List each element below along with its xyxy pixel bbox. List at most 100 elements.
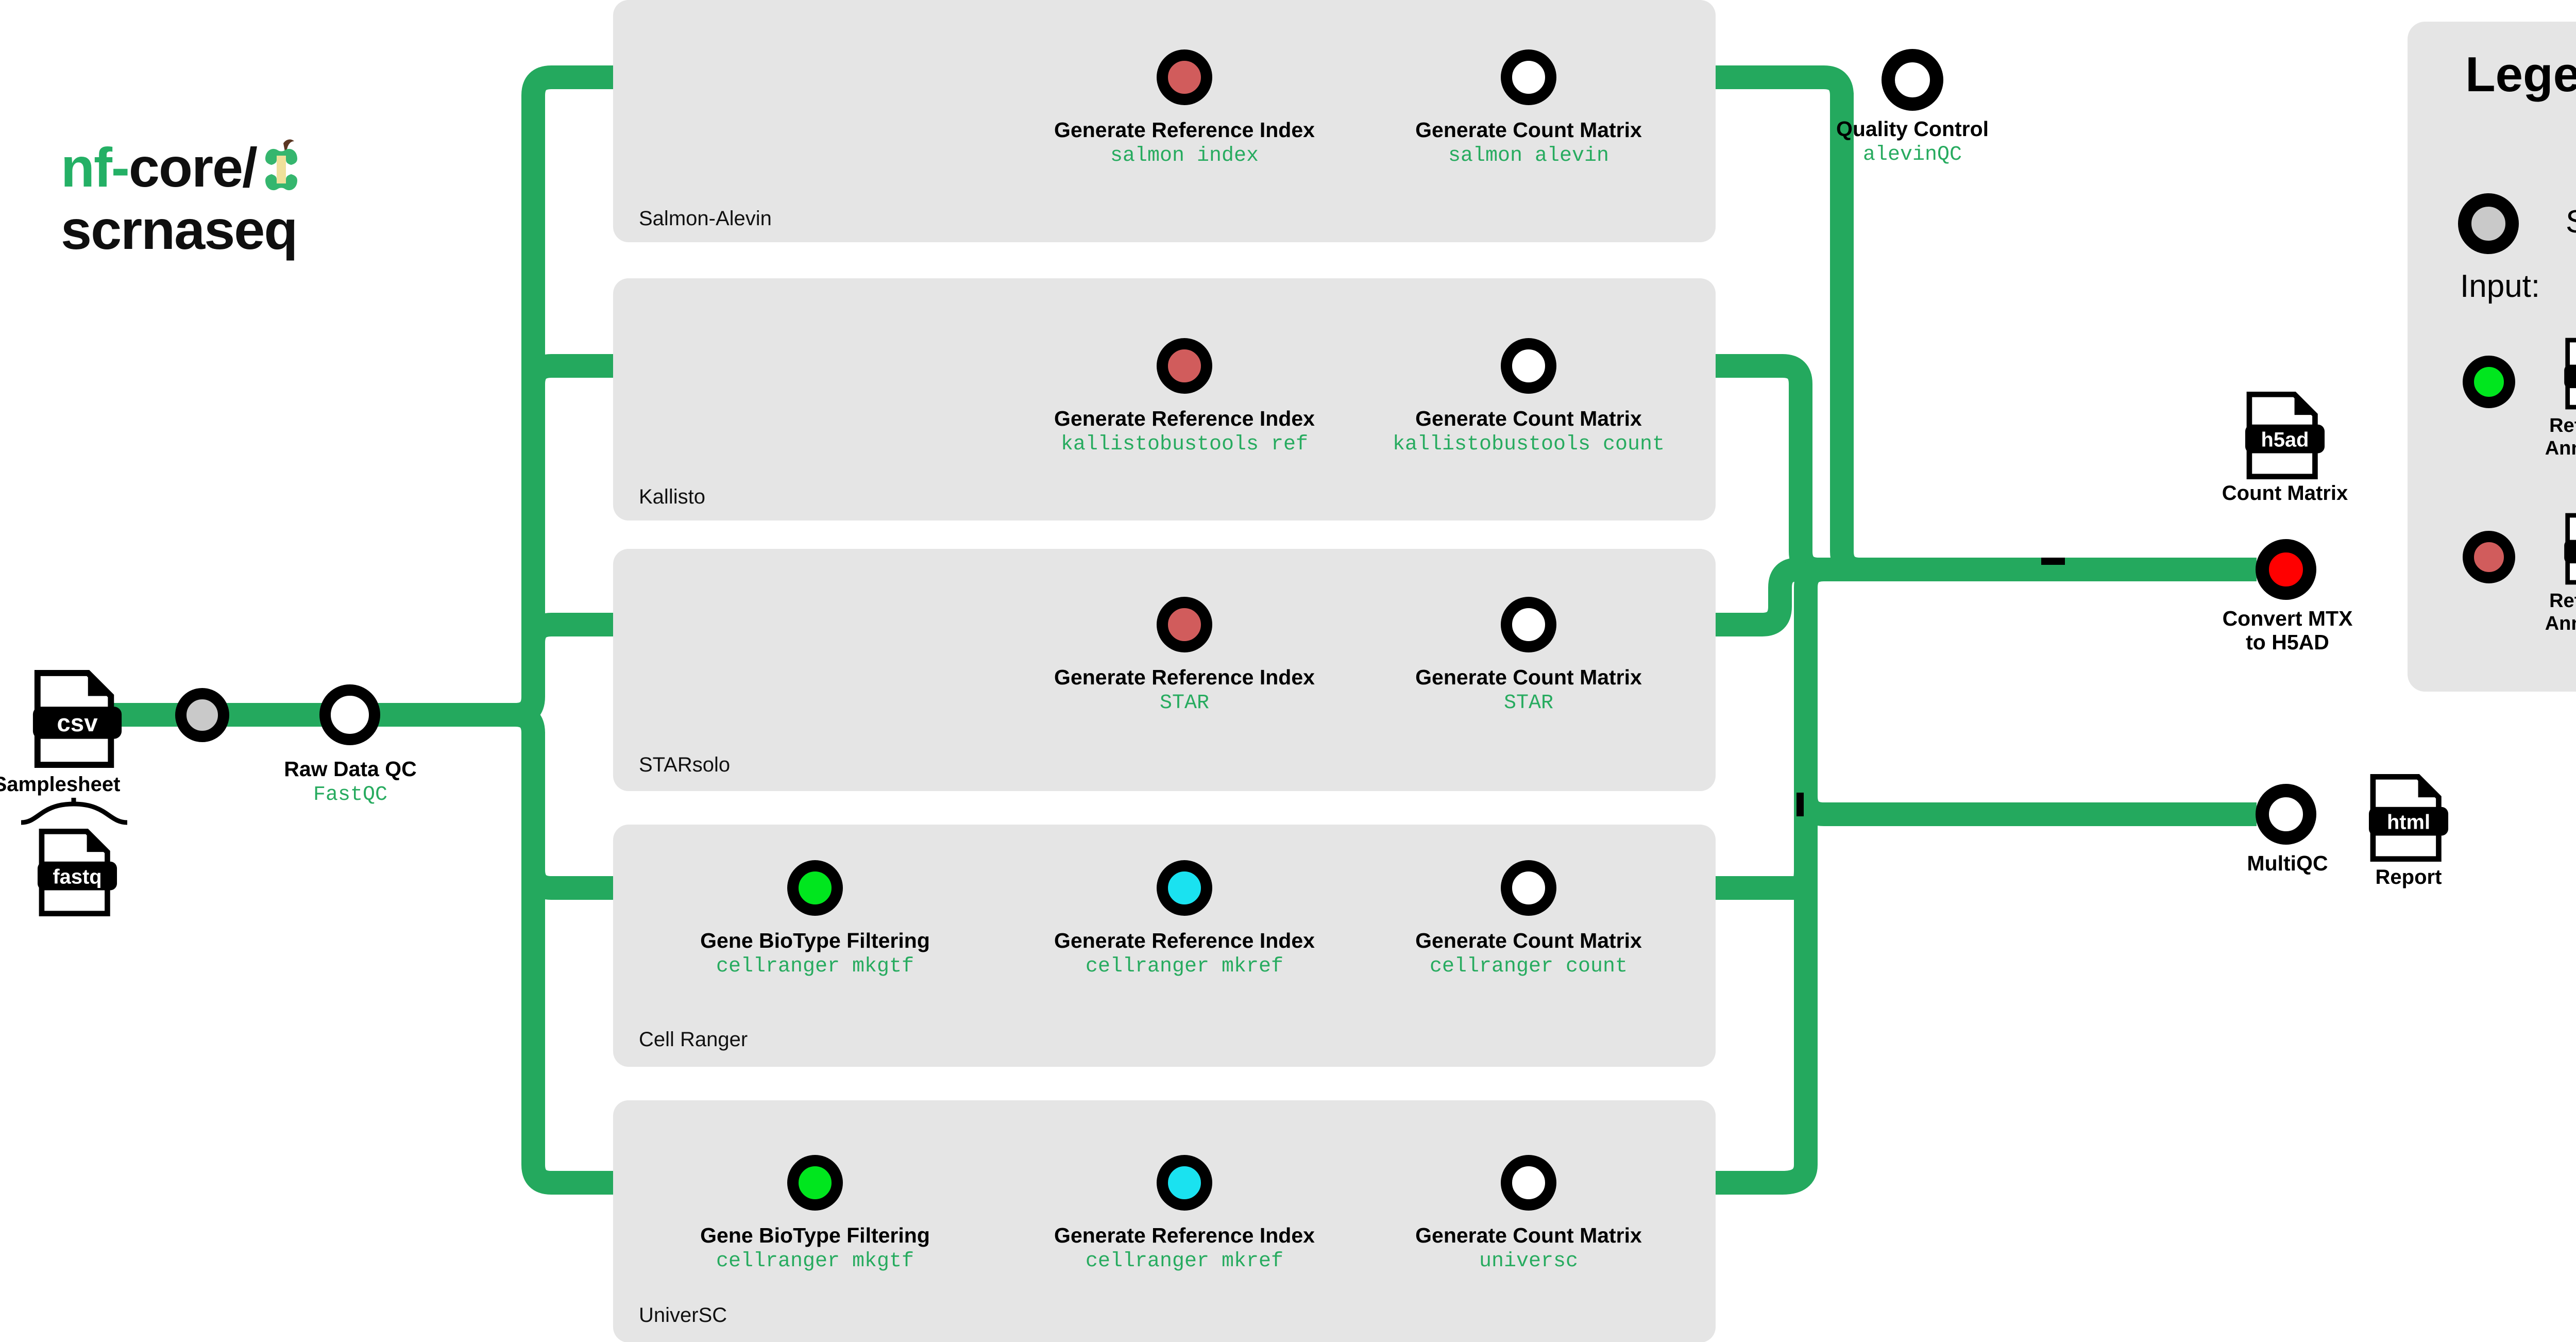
label-kallisto-ref: Generate Reference Index kallistobustool… <box>1030 407 1339 457</box>
logo-nf-text: nf- <box>61 136 130 198</box>
step-title: Generate Count Matrix <box>1415 665 1642 689</box>
node-star-ref[interactable] <box>1157 597 1212 652</box>
legend-start-label: Start <box>2566 204 2576 240</box>
node-convert-mtx-to-h5ad[interactable] <box>2256 539 2316 600</box>
legend-node-gtf <box>2463 356 2515 408</box>
lane-label-kallisto: Kallisto <box>639 485 705 508</box>
node-cr-mkgtf[interactable] <box>787 860 843 916</box>
report-caption: Report <box>2375 866 2442 888</box>
svg-text:csv: csv <box>57 710 98 737</box>
step-title: Generate Count Matrix <box>1415 118 1642 142</box>
svg-text:fastq: fastq <box>53 865 101 888</box>
legend-gtf2-caption: ReferenceAnnotation <box>2545 590 2576 634</box>
legend-start-node <box>2458 193 2519 254</box>
lane-label-universc: UniverSC <box>639 1304 727 1327</box>
logo-core-text: core/ <box>128 136 258 198</box>
label-multiqc: MultiQC <box>2161 851 2414 876</box>
node-star-count[interactable] <box>1501 597 1556 652</box>
node-multiqc[interactable] <box>2256 784 2316 845</box>
qc-title: Quality Control <box>1836 117 1989 141</box>
step-tool: salmon index <box>1110 144 1259 167</box>
step-title: Gene BioType Filtering <box>700 929 930 952</box>
label-star-ref: Generate Reference Index STAR <box>1030 665 1339 715</box>
label-salmon-alevin: Generate Count Matrix salmon alevin <box>1374 118 1683 168</box>
raw-data-qc-title: Raw Data QC <box>284 757 417 781</box>
wire-lane5-to-hub <box>1782 588 1818 1195</box>
lane-panel-starsolo <box>613 549 1716 791</box>
node-kallisto-count[interactable] <box>1501 338 1556 394</box>
raw-data-qc-node[interactable] <box>319 684 380 745</box>
step-tool: kallistobustools ref <box>1060 432 1309 456</box>
apple-core-icon <box>265 139 297 191</box>
wire-bridge-mark-1 <box>2041 558 2065 565</box>
lane-panel-kallisto <box>613 278 1716 521</box>
step-title: Generate Count Matrix <box>1415 407 1642 430</box>
step-title: Generate Reference Index <box>1054 1223 1315 1247</box>
step-title: Generate Count Matrix <box>1415 1223 1642 1247</box>
qc-tool: alevinQC <box>1862 143 1962 166</box>
start-node[interactable] <box>175 688 229 742</box>
raw-data-qc-tool: FastQC <box>313 783 388 807</box>
legend-title: Legend <box>2465 47 2576 102</box>
legend-gtf-caption: ReferenceAnnotation <box>2545 415 2576 459</box>
raw-data-qc-label: Raw Data QC FastQC <box>229 757 471 807</box>
step-tool: cellranger mkgtf <box>716 954 914 978</box>
step-title: Generate Reference Index <box>1054 407 1315 430</box>
node-kallisto-ref[interactable] <box>1157 338 1212 394</box>
label-convert-mtx: Convert MTX to H5AD <box>2154 607 2421 655</box>
step-tool: cellranger count <box>1429 954 1628 978</box>
label-cr-count: Generate Count Matrix cellranger count <box>1374 929 1683 979</box>
legend-input-label: Input: <box>2460 269 2540 304</box>
step-tool: cellranger mkgtf <box>716 1249 914 1273</box>
legend-node-gtf-fasta <box>2463 531 2515 583</box>
logo-pipeline-text: scrnaseq <box>61 198 298 261</box>
label-kallisto-count: Generate Count Matrix kallistobustools c… <box>1374 407 1683 457</box>
node-cr-count[interactable] <box>1501 860 1556 916</box>
step-title: Generate Reference Index <box>1054 118 1315 142</box>
h5ad-file-icon: h5ad <box>2244 392 2326 482</box>
node-salmon-alevin[interactable] <box>1501 49 1556 105</box>
label-quality-control: Quality Control alevinQC <box>1784 117 2041 167</box>
wire-to-multiqc <box>1794 670 2257 826</box>
step-title: Generate Reference Index <box>1054 929 1315 952</box>
wire-lane3-to-hub <box>1761 558 1842 636</box>
step-tool: STAR <box>1159 691 1209 715</box>
count-matrix-caption: Count Matrix <box>2222 482 2348 505</box>
label-uc-count: Generate Count Matrix universc <box>1374 1223 1683 1273</box>
node-uc-count[interactable] <box>1501 1155 1556 1211</box>
lane-panel-salmon-alevin <box>613 0 1716 242</box>
label-salmon-index: Generate Reference Index salmon index <box>1030 118 1339 168</box>
wire-trunk-to-lane-3 <box>521 613 613 697</box>
step-title: Generate Reference Index <box>1054 665 1315 689</box>
csv-file-icon: csv <box>31 670 124 770</box>
label-cr-mkgtf: Gene BioType Filtering cellranger mkgtf <box>660 929 970 979</box>
legend-gtf-file-icon: gtf <box>2563 338 2576 412</box>
samplesheet-caption: Samplesheet <box>0 773 121 796</box>
step-title: Generate Count Matrix <box>1415 929 1642 952</box>
node-salmon-index[interactable] <box>1157 49 1212 105</box>
lane-label-cell-ranger: Cell Ranger <box>639 1028 748 1051</box>
label-uc-mkgtf: Gene BioType Filtering cellranger mkgtf <box>660 1223 970 1273</box>
step-tool: kallistobustools count <box>1392 432 1665 456</box>
wire-bridge-mark-2 <box>1797 793 1804 816</box>
label-cr-mkref: Generate Reference Index cellranger mkre… <box>1030 929 1339 979</box>
wire-trunk-to-lane-5 <box>521 732 613 1195</box>
node-uc-mkref[interactable] <box>1157 1155 1212 1211</box>
convert-title-line1: Convert MTX <box>2222 607 2353 630</box>
step-title: Gene BioType Filtering <box>700 1223 930 1247</box>
legend-gtf2-file-icon: gtf <box>2563 513 2576 588</box>
step-tool: cellranger mkref <box>1085 1249 1284 1273</box>
svg-text:html: html <box>2387 811 2430 833</box>
curly-brace-icon <box>21 798 128 825</box>
node-quality-control[interactable] <box>1882 49 1943 111</box>
multiqc-title: MultiQC <box>2247 851 2328 875</box>
node-cr-mkref[interactable] <box>1157 860 1212 916</box>
label-uc-mkref: Generate Reference Index cellranger mkre… <box>1030 1223 1339 1273</box>
fastq-file-icon: fastq <box>36 829 118 919</box>
svg-text:h5ad: h5ad <box>2261 428 2309 451</box>
node-uc-mkgtf[interactable] <box>787 1155 843 1211</box>
label-star-count: Generate Count Matrix STAR <box>1374 665 1683 715</box>
step-tool: salmon alevin <box>1448 144 1609 167</box>
convert-title-line2: to H5AD <box>2246 630 2329 654</box>
